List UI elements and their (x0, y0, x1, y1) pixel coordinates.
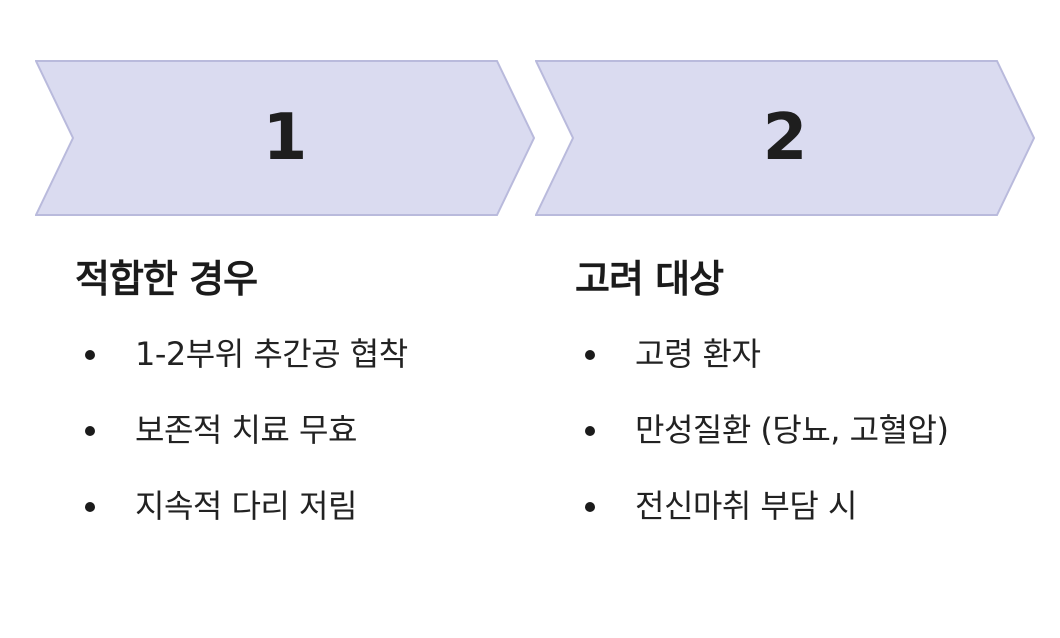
list-item: 지속적 다리 저림 (85, 480, 408, 556)
chevron-arrow-shape (535, 60, 1035, 216)
list-item-text: 고령 환자 (635, 335, 761, 373)
list-item: 만성질환 (당뇨, 고혈압) (585, 404, 949, 480)
step-1-number: 1 (262, 101, 308, 175)
step-1: 1 적합한 경우 1-2부위 추간공 협착 보존적 치료 무효 지속적 다리 저… (35, 0, 535, 638)
list-item: 고령 환자 (585, 328, 948, 404)
step-2: 2 고려 대상 고령 환자 만성질환 (당뇨, 고혈압) 전신마취 부담 시 (535, 0, 1035, 638)
step-1-heading: 적합한 경우 (75, 257, 258, 301)
bullet-icon (585, 426, 595, 436)
step-2-list: 고령 환자 만성질환 (당뇨, 고혈압) 전신마취 부담 시 (585, 328, 949, 556)
chevron-arrow-shape (35, 60, 535, 216)
list-item-text: 1-2부위 추간공 협착 (135, 335, 408, 373)
list-item: 전신마취 부담 시 (585, 480, 948, 556)
step-1-list: 1-2부위 추간공 협착 보존적 치료 무효 지속적 다리 저림 (85, 328, 408, 556)
bullet-icon (85, 350, 95, 360)
list-item-text: 만성질환 (당뇨, 고혈압) (635, 411, 949, 449)
bullet-icon (85, 426, 95, 436)
list-item: 보존적 치료 무효 (85, 404, 408, 480)
list-item-text: 전신마취 부담 시 (635, 487, 857, 525)
bullet-icon (585, 350, 595, 360)
step-2-heading: 고려 대상 (575, 257, 724, 301)
bullet-icon (85, 502, 95, 512)
step-1-chevron: 1 (35, 60, 535, 216)
step-2-number: 2 (762, 101, 808, 175)
list-item: 1-2부위 추간공 협착 (85, 328, 408, 404)
list-item-text: 지속적 다리 저림 (135, 487, 357, 525)
step-2-chevron: 2 (535, 60, 1035, 216)
list-item-text: 보존적 치료 무효 (135, 411, 357, 449)
bullet-icon (585, 502, 595, 512)
